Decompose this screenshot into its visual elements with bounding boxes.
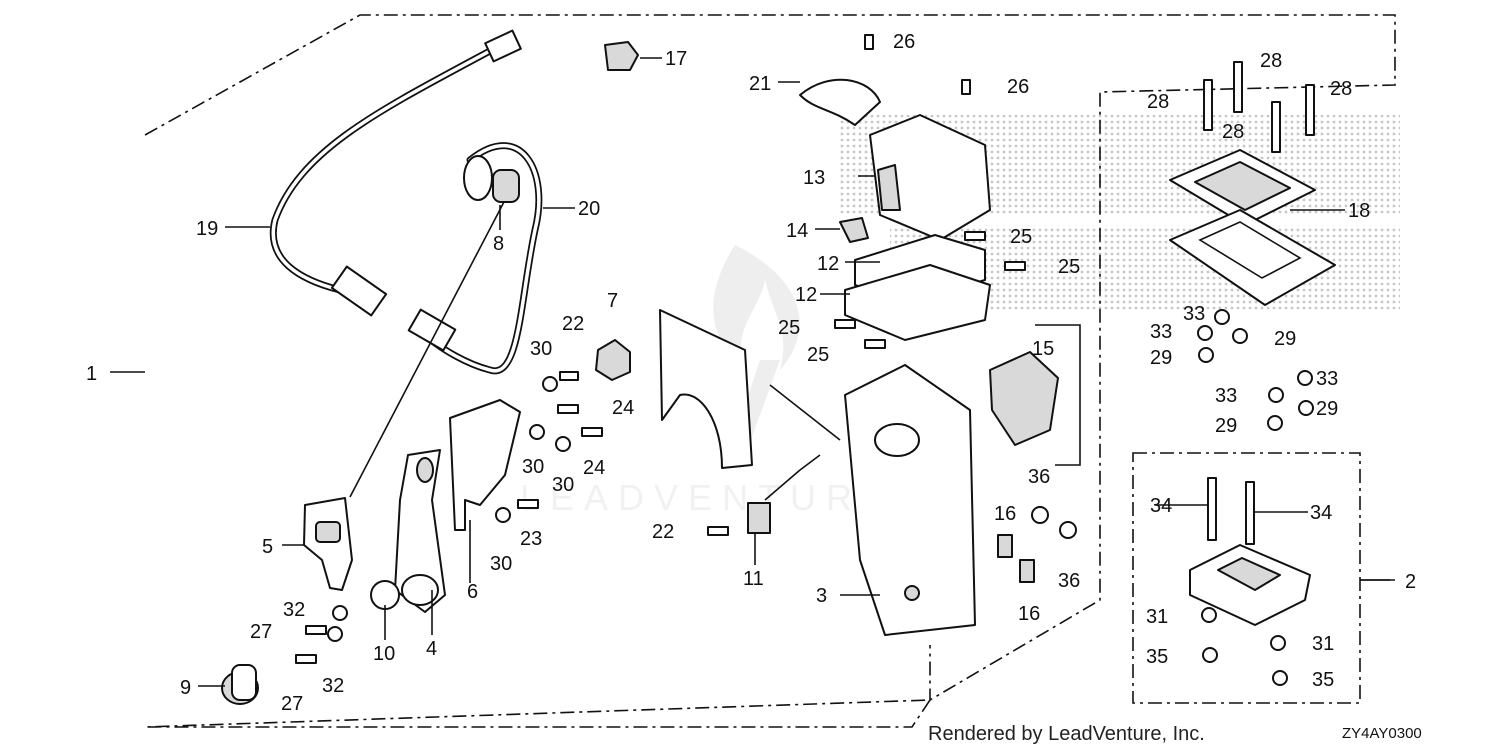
callout-28c: 28 (1330, 78, 1352, 100)
callout-26b: 26 (1007, 76, 1029, 98)
callout-25b: 25 (1058, 256, 1080, 278)
callout-27a: 27 (250, 621, 272, 643)
callout-30d: 30 (490, 553, 512, 575)
callout-16b: 16 (1018, 603, 1040, 625)
callout-7: 7 (607, 290, 618, 312)
callout-35a: 35 (1146, 646, 1168, 668)
callout-6: 6 (467, 581, 478, 603)
callout-2: 2 (1405, 571, 1416, 593)
callout-19: 19 (196, 218, 218, 240)
plate-15 (989, 351, 1059, 446)
callout-1: 1 (86, 363, 97, 385)
callout-5: 5 (262, 536, 273, 558)
switch-8 (463, 155, 520, 203)
callout-3: 3 (816, 585, 827, 607)
clip-16b (1019, 559, 1035, 583)
washer-36a (1031, 506, 1049, 524)
cable-harness-19 (269, 29, 522, 317)
cable-20 (349, 142, 543, 498)
callout-12b: 12 (795, 284, 817, 306)
bracket-15-leader (1035, 324, 1081, 466)
callout-24b: 24 (583, 457, 605, 479)
callout-29b: 29 (1150, 347, 1172, 369)
callout-25a: 25 (1010, 226, 1032, 248)
callout-26a: 26 (893, 31, 915, 53)
knob-9 (221, 664, 259, 705)
gasket-sheet (659, 309, 753, 469)
fasteners (295, 34, 1314, 686)
washer-10 (370, 580, 400, 610)
callout-32b: 32 (322, 675, 344, 697)
callout-34a: 34 (1150, 495, 1172, 517)
callout-32a: 32 (283, 599, 305, 621)
callout-15: 15 (1032, 338, 1054, 360)
clip-11 (747, 502, 771, 534)
callout-30a: 30 (530, 338, 552, 360)
callout-29d: 29 (1215, 415, 1237, 437)
assembly-1-outline (144, 14, 1396, 728)
callout-8: 8 (493, 233, 504, 255)
callout-36b: 36 (1058, 570, 1080, 592)
spacer-2 (1189, 544, 1311, 626)
callout-10: 10 (373, 643, 395, 665)
callout-14: 14 (786, 220, 808, 242)
callout-25d: 25 (807, 344, 829, 366)
callout-31b: 31 (1312, 633, 1334, 655)
callout-9: 9 (180, 677, 191, 699)
callout-28a: 28 (1260, 50, 1282, 72)
clip-14 (839, 217, 869, 243)
leader-lines (198, 57, 1390, 687)
callout-4: 4 (426, 638, 437, 660)
callout-25c: 25 (778, 317, 800, 339)
callout-33c: 33 (1316, 368, 1338, 390)
callout-22a: 22 (562, 313, 584, 335)
callout-11: 11 (743, 568, 764, 590)
bracket-6 (449, 399, 521, 531)
washer-36b (1059, 521, 1077, 539)
lever-5 (303, 497, 353, 591)
callout-28d: 28 (1222, 121, 1244, 143)
rendered-by-footer: Rendered by LeadVenture, Inc. (928, 723, 1205, 745)
bolts-34 (1207, 477, 1255, 545)
callout-35b: 35 (1312, 669, 1334, 691)
control-box-3 (764, 364, 976, 636)
callout-16a: 16 (994, 503, 1016, 525)
cover-21 (799, 78, 881, 126)
callout-27b: 27 (281, 693, 303, 715)
callout-17: 17 (665, 48, 687, 70)
leadventure-watermark: LEADVENTURE (520, 245, 896, 518)
callout-34b: 34 (1310, 502, 1332, 524)
plate-12 (844, 234, 991, 341)
callout-29a: 29 (1274, 328, 1296, 350)
callout-30c: 30 (552, 474, 574, 496)
callout-24a: 24 (612, 397, 634, 419)
callout-31a: 31 (1146, 606, 1168, 628)
callout-18: 18 (1348, 200, 1370, 222)
arm-4 (394, 449, 446, 613)
callout-20: 20 (578, 198, 600, 220)
clip-16a (997, 534, 1013, 558)
callout-33b: 33 (1150, 321, 1172, 343)
callouts: 1 2 3 4 5 6 7 8 9 10 11 12 12 13 14 15 1… (86, 31, 1416, 715)
callout-30b: 30 (522, 456, 544, 478)
callout-21: 21 (749, 73, 771, 95)
grommet-17 (604, 41, 639, 71)
callout-33a: 33 (1183, 303, 1205, 325)
callout-12a: 12 (817, 253, 839, 275)
callout-28b: 28 (1147, 91, 1169, 113)
diagram-code: ZY4AY0300 (1342, 725, 1422, 742)
callout-13: 13 (803, 167, 825, 189)
gasket-18 (1169, 149, 1336, 306)
callout-29c: 29 (1316, 398, 1338, 420)
assembly-2-outline (1132, 452, 1361, 704)
grommet-7 (595, 339, 631, 381)
callout-22b: 22 (652, 521, 674, 543)
callout-33d: 33 (1215, 385, 1237, 407)
bolts-28 (1203, 61, 1315, 153)
callout-23: 23 (520, 528, 542, 550)
case-cover-13 (869, 114, 991, 241)
callout-36a: 36 (1028, 466, 1050, 488)
svg-text:LEADVENTURE: LEADVENTURE (520, 477, 896, 518)
